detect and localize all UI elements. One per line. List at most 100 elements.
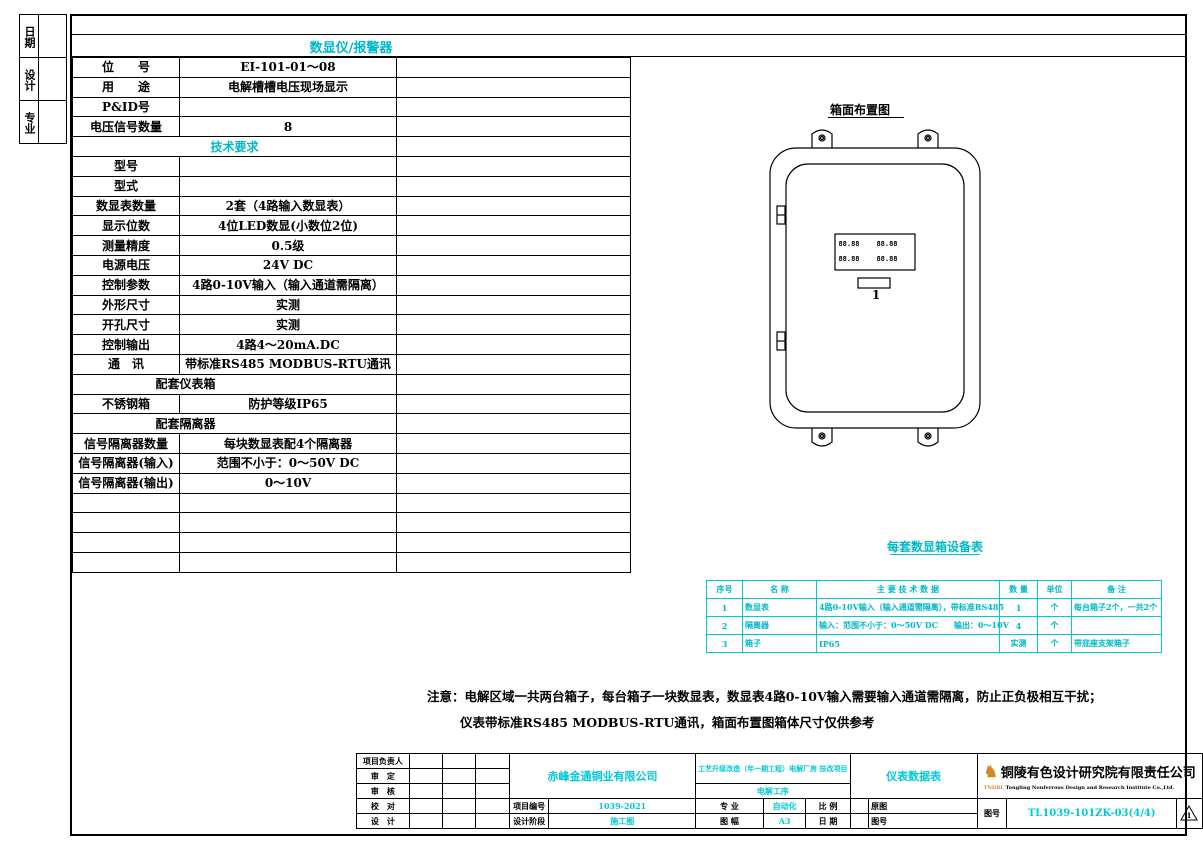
spec-label: 通 讯 (72, 353, 180, 375)
spec-extra-cell (396, 294, 631, 316)
spec-value (179, 551, 397, 573)
spec-extra-cell (396, 532, 631, 553)
equip-cell: 4路0-10V输入（输入通道需隔离），带标准RS485 (816, 598, 1004, 617)
layout-title-underline (828, 117, 904, 118)
spec-label: 用 途 (72, 76, 180, 98)
equip-title-underline (890, 554, 980, 555)
role-design: 设 计 (356, 813, 410, 829)
spec-value: EI-101-01～08 (179, 57, 397, 78)
spec-label: 型式 (72, 175, 180, 197)
spec-value: 4路4～20mA.DC (179, 334, 397, 355)
revision-triangle-icon: 1 (1180, 804, 1199, 820)
spec-extra-cell (396, 393, 631, 415)
scale-label: 比 例 (805, 798, 851, 814)
spec-row: 不锈钢箱防护等级IP65 (72, 393, 631, 415)
equip-cell: 个 (1037, 634, 1072, 653)
spec-value: 每块数显表配4个隔离器 (179, 433, 397, 454)
spec-row: 通 讯带标准RS485 MODBUS-RTU通讯 (72, 353, 631, 375)
reading-1: 88.88 (838, 240, 859, 248)
spec-value (179, 492, 397, 514)
title-divider (72, 56, 1185, 57)
title-block: 项目负责人 赤峰金通铜业有限公司 工艺升级改造（年一期工程）电解厂房 技改项目 … (356, 753, 1203, 829)
spec-subsection-title: 配套隔离器 (72, 413, 397, 435)
date-label: 日 期 (805, 813, 851, 829)
side-label-design: 设计 (23, 68, 36, 91)
equip-cell: 1 (706, 598, 743, 617)
company-logo-text: TNDRI (983, 784, 1003, 791)
top-divider (72, 34, 1185, 35)
spec-row: 配套仪表箱 (72, 373, 631, 395)
nameplate (857, 277, 891, 289)
spec-label: 电压信号数量 (72, 116, 180, 138)
spec-extra-cell (396, 334, 631, 355)
spec-value (179, 532, 397, 553)
spec-value: 范围不小于：0～50V DC (179, 452, 397, 474)
spec-extra-cell (396, 96, 631, 118)
mount-ear-br (917, 428, 939, 447)
spec-extra-cell (396, 215, 631, 237)
spec-value: 实测 (179, 314, 397, 336)
proj-no-label: 项目编号 (508, 798, 550, 814)
revision-cell: 1 (1175, 798, 1203, 829)
equip-cell: 实测 (999, 634, 1038, 653)
spec-extra-cell (396, 57, 631, 78)
equip-cell: 数显表 (742, 598, 817, 617)
spec-label: 测量精度 (72, 235, 180, 256)
stage-label: 电解工序 (695, 783, 851, 799)
spec-extra-cell (396, 512, 631, 534)
spec-value: 0.5级 (179, 235, 397, 256)
equip-cell: 个 (1037, 616, 1072, 635)
spec-extra-cell (396, 314, 631, 336)
equip-cell: 个 (1037, 598, 1072, 617)
note-line-1: 注意：电解区域一共两台箱子，每台箱子一块数显表，数显表4路0-10V输入需要输入… (427, 689, 1102, 704)
spec-row: 信号隔离器数量每块数显表配4个隔离器 (72, 433, 631, 454)
spec-label: 控制参数 (72, 274, 180, 296)
spec-extra-cell (396, 136, 631, 157)
spec-label: 型号 (72, 155, 180, 177)
equip-title: 每套数显箱设备表 (886, 540, 983, 554)
doc-title: 数显仪/报警器 (309, 41, 393, 56)
reading-3: 88.88 (838, 255, 859, 263)
project-name: 工艺升级改造（年一期工程）电解厂房 技改项目 (695, 753, 851, 784)
spec-value: 防护等级IP65 (179, 393, 397, 415)
mount-ear-tl (811, 129, 833, 148)
spec-row: 用 途电解槽槽电压现场显示 (72, 76, 631, 98)
spec-extra-cell (396, 353, 631, 375)
equip-header-cell: 备 注 (1071, 580, 1162, 599)
spec-value: 4路0-10V输入（输入通道需隔离） (179, 274, 397, 296)
company-name-en: Tongling Nonferrous Design and Research … (1005, 784, 1175, 791)
display-panel (834, 233, 916, 271)
spec-label (72, 551, 180, 573)
spec-extra-cell (396, 433, 631, 454)
mount-ear-bl (811, 428, 833, 447)
equip-cell: 3 (706, 634, 743, 653)
equip-header-cell: 主 要 技 术 数 据 (816, 580, 1000, 599)
side-label-date: 日期 (23, 25, 36, 48)
equip-header-cell: 单位 (1037, 580, 1072, 599)
equip-header-row: 序号名 称主 要 技 术 数 据数 量单位备 注 (706, 580, 1162, 599)
spec-subsection-title: 配套仪表箱 (72, 373, 397, 395)
spec-row: 技术要求 (72, 136, 631, 157)
spec-label: 位 号 (72, 57, 180, 78)
spec-extra-cell (396, 155, 631, 177)
spec-value: 0～10V (179, 472, 397, 494)
equip-header-cell: 序号 (706, 580, 743, 599)
spec-label: 不锈钢箱 (72, 393, 180, 415)
company-name-cn: 铜陵有色设计研究院有限责任公司 (1000, 765, 1196, 781)
spec-row: 型号 (72, 155, 631, 177)
equip-cell: IP65 (816, 634, 1000, 653)
spec-extra-cell (396, 175, 631, 197)
spec-value: 2套（4路输入数显表） (179, 195, 397, 217)
spec-extra-cell (396, 274, 631, 296)
spec-row (72, 512, 631, 534)
spec-value: 实测 (179, 294, 397, 316)
drawing-no: TL1039-101ZK-03(4/4) (1006, 798, 1177, 829)
spec-label: 信号隔离器(输入) (72, 452, 180, 474)
